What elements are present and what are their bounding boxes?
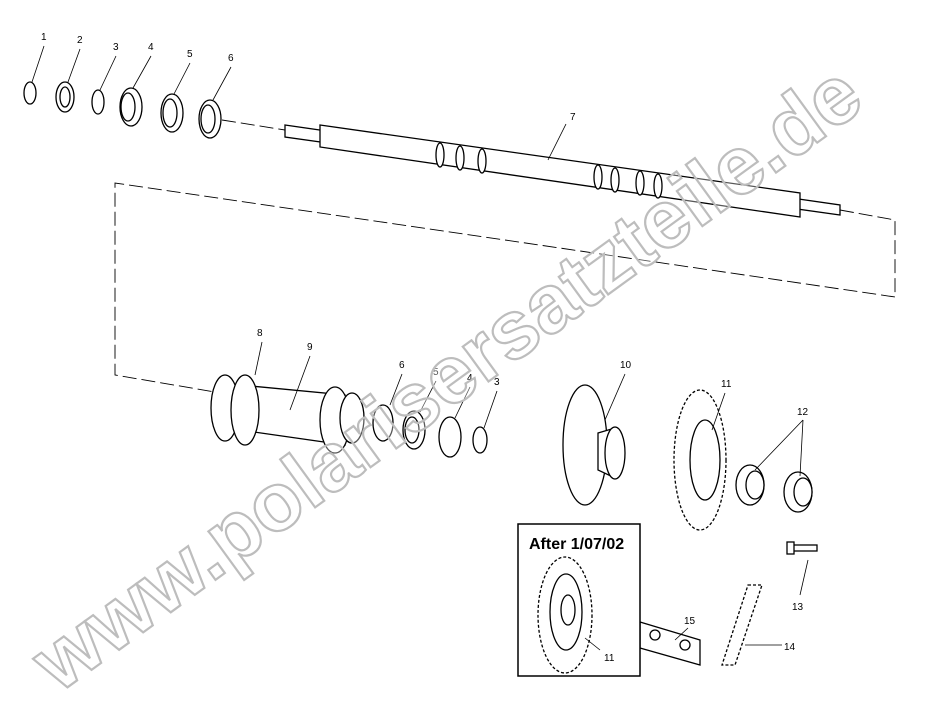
inset-after-1-07-02: After 1/07/02 <box>517 523 641 677</box>
callout-15: 15 <box>684 616 696 627</box>
callout-13: 13 <box>792 602 804 613</box>
callout-11: 11 <box>721 379 732 390</box>
callout-9: 9 <box>307 342 313 353</box>
callout-6b: 6 <box>399 360 405 371</box>
callout-4: 4 <box>148 42 154 53</box>
callout-11-inset: 11 <box>604 653 615 664</box>
bearing-set-top <box>23 81 222 139</box>
bolt <box>786 541 818 555</box>
callout-5b: 5 <box>433 367 439 378</box>
callout-4b: 4 <box>467 373 473 384</box>
sprocket <box>673 389 727 531</box>
callout-6: 6 <box>228 53 234 64</box>
callout-1: 1 <box>41 32 47 43</box>
callout-10: 10 <box>620 360 632 371</box>
callout-7: 7 <box>570 112 576 123</box>
bearing-housing <box>210 374 365 454</box>
callouts: 1 2 3 4 5 6 7 8 9 6 5 4 3 10 11 12 13 14… <box>41 32 809 664</box>
callout-3b: 3 <box>494 377 500 388</box>
axle-shaft <box>284 124 841 218</box>
callout-8: 8 <box>257 328 263 339</box>
callout-2: 2 <box>77 35 83 46</box>
bearing-set-bottom <box>372 404 488 458</box>
master-link <box>639 621 701 666</box>
callout-12: 12 <box>797 407 809 418</box>
sprocket-hub <box>562 384 626 506</box>
inset-title: After 1/07/02 <box>529 536 624 553</box>
nuts <box>735 464 813 513</box>
chain <box>721 584 763 666</box>
callout-5: 5 <box>187 49 193 60</box>
callout-14: 14 <box>784 642 796 653</box>
assembly-line <box>114 119 896 393</box>
callout-3: 3 <box>113 42 119 53</box>
